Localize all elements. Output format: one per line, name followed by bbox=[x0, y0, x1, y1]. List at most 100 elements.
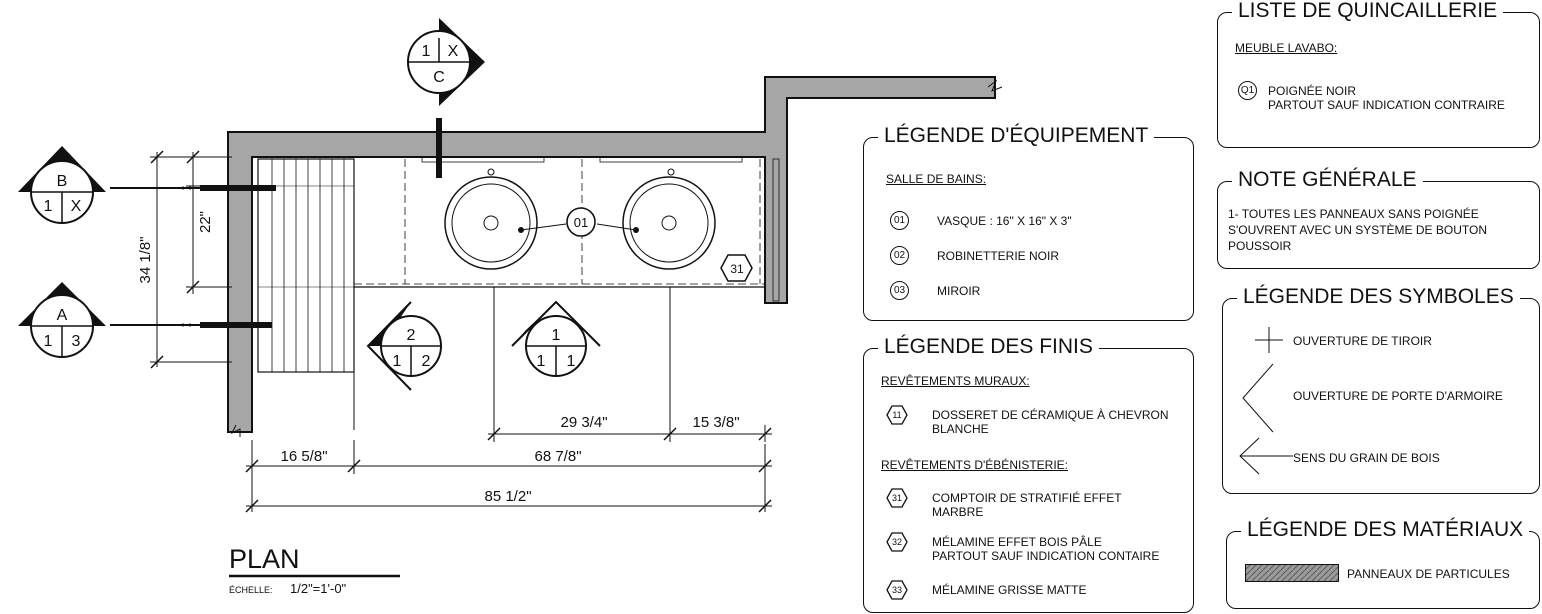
dimension-horizontal bbox=[245, 425, 772, 513]
section-marker-a: A 1 3 bbox=[18, 282, 106, 358]
legend-item-line2: MARBRE bbox=[932, 505, 984, 519]
sink-right bbox=[622, 168, 716, 270]
svg-text:2: 2 bbox=[422, 353, 431, 370]
svg-text:1: 1 bbox=[393, 353, 402, 370]
dimension-vertical bbox=[150, 150, 232, 369]
legend-item-line1: POIGNÉE NOIR bbox=[1268, 84, 1357, 98]
hexagon-icon: 32 bbox=[886, 532, 908, 552]
code-label: 32 bbox=[891, 537, 902, 547]
legend-item-line2: BLANCHE bbox=[932, 422, 989, 436]
legend-item: 01 VASQUE : 16" X 16" X 3" bbox=[890, 211, 1072, 230]
svg-text:2: 2 bbox=[407, 327, 416, 344]
code-label: 31 bbox=[891, 493, 902, 503]
section-marker-b: B 1 X bbox=[18, 146, 106, 224]
svg-text:X: X bbox=[71, 198, 82, 215]
general-note-title: NOTE GÉNÉRALE bbox=[1232, 168, 1423, 192]
legend-item-label: MIROIR bbox=[937, 284, 981, 298]
legend-item-line1: MÉLAMINE EFFET BOIS PÂLE bbox=[932, 535, 1102, 549]
svg-text:B: B bbox=[57, 173, 68, 190]
chevron-open-icon bbox=[1242, 363, 1274, 433]
legend-item-line2: PARTOUT SAUF INDICATION CONTAIRE bbox=[932, 549, 1160, 563]
hexagon-icon: 11 bbox=[886, 405, 908, 425]
dimension-85-1-2: 85 1/2" bbox=[484, 488, 531, 505]
legend-item-line1: DOSSERET DE CÉRAMIQUE À CHEVRON bbox=[932, 408, 1169, 422]
hardware-list-title: LISTE DE QUINCAILLERIE bbox=[1232, 0, 1504, 23]
finish-legend-title: LÉGENDE DES FINIS bbox=[878, 335, 1099, 359]
particle-board-swatch-icon bbox=[1245, 564, 1339, 582]
legend-item-label: ROBINETTERIE NOIR bbox=[937, 249, 1060, 263]
legend-item-line1: COMPTOIR DE STRATIFIÉ EFFET bbox=[932, 491, 1122, 505]
vanity-countertop bbox=[354, 156, 780, 430]
hexagon-icon: 33 bbox=[886, 580, 908, 600]
svg-text:1: 1 bbox=[422, 43, 431, 60]
finish-tag-31: 31 bbox=[720, 254, 753, 282]
plan-title: PLAN bbox=[229, 544, 300, 574]
code-circle: Q1 bbox=[1238, 81, 1257, 100]
svg-text:1: 1 bbox=[552, 327, 561, 344]
svg-text:1: 1 bbox=[44, 333, 53, 350]
cabinet-finish-section-label: REVÊTEMENTS D'ÉBÉNISTERIE: bbox=[881, 458, 1068, 472]
svg-text:C: C bbox=[433, 69, 445, 86]
elevation-marker-2: 2 1 2 bbox=[366, 301, 442, 391]
dimension-29-3-4: 29 3/4" bbox=[560, 414, 607, 431]
svg-text:1: 1 bbox=[537, 353, 546, 370]
symbol-label: OUVERTURE DE PORTE D'ARMOIRE bbox=[1293, 389, 1503, 403]
equipment-section-label: SALLE DE BAINS: bbox=[886, 172, 987, 186]
hardware-list-panel: LISTE DE QUINCAILLERIE MEUBLE LAVABO: Q1… bbox=[1217, 0, 1540, 148]
elevation-marker-1: 1 1 1 bbox=[511, 300, 601, 377]
equipment-legend-title: LÉGENDE D'ÉQUIPEMENT bbox=[878, 124, 1155, 148]
symbol-legend-panel: LÉGENDE DES SYMBOLES OUVERTURE DE TIROIR… bbox=[1222, 285, 1540, 494]
note-line: S'OUVRENT AVEC UN SYSTÈME DE BOUTON bbox=[1228, 223, 1488, 237]
svg-text:X: X bbox=[448, 43, 459, 60]
finish-legend-panel: LÉGENDE DES FINIS REVÊTEMENTS MURAUX: 11… bbox=[863, 335, 1194, 613]
legend-item-line1: MÉLAMINE GRISSE MATTE bbox=[932, 583, 1087, 597]
dimension-15-3-8: 15 3/8" bbox=[692, 414, 739, 431]
svg-text:1: 1 bbox=[44, 198, 53, 215]
wall-break-mark bbox=[987, 79, 1003, 92]
code-label: 11 bbox=[892, 410, 902, 420]
material-legend-panel: LÉGENDE DES MATÉRIAUX PANNEAUX DE PARTIC… bbox=[1226, 518, 1540, 609]
dimension-22: 22" bbox=[197, 211, 214, 233]
dimension-68-7-8: 68 7/8" bbox=[534, 448, 581, 465]
svg-text:01: 01 bbox=[574, 215, 588, 230]
scale-label: ÉCHELLE: bbox=[229, 585, 273, 595]
svg-text:A: A bbox=[57, 307, 68, 324]
svg-text:1: 1 bbox=[567, 353, 576, 370]
symbol-legend-title: LÉGENDE DES SYMBOLES bbox=[1237, 285, 1520, 309]
material-legend-title: LÉGENDE DES MATÉRIAUX bbox=[1241, 518, 1530, 542]
arrow-left-icon bbox=[1239, 437, 1293, 475]
legend-item: 33 MÉLAMINE GRISSE MATTE bbox=[886, 580, 1087, 600]
wall bbox=[227, 76, 996, 433]
wall-break-mark bbox=[230, 424, 241, 437]
sink-left bbox=[444, 168, 538, 270]
symbol-label: SENS DU GRAIN DE BOIS bbox=[1293, 451, 1440, 465]
note-line: 1- TOUTES LES PANNEAUX SANS POIGNÉE bbox=[1228, 207, 1479, 221]
symbol-label: OUVERTURE DE TIROIR bbox=[1293, 334, 1432, 348]
hexagon-icon: 31 bbox=[886, 488, 908, 508]
svg-text:3: 3 bbox=[72, 333, 81, 350]
legend-item-label: VASQUE : 16" X 16" X 3" bbox=[937, 214, 1072, 228]
equipment-tag-01: 01 bbox=[518, 207, 639, 237]
dimension-34-1-8: 34 1/8" bbox=[137, 236, 154, 283]
note-line: POUSSOIR bbox=[1228, 239, 1292, 253]
material-label: PANNEAUX DE PARTICULES bbox=[1347, 567, 1510, 581]
legend-item-line2: PARTOUT SAUF INDICATION CONTRAIRE bbox=[1268, 98, 1505, 112]
code-circle: 03 bbox=[890, 281, 909, 300]
code-label: 33 bbox=[891, 585, 902, 595]
hardware-section-label: MEUBLE LAVABO: bbox=[1235, 41, 1338, 55]
plus-icon bbox=[1255, 327, 1283, 353]
scale-value: 1/2"=1'-0" bbox=[290, 581, 347, 596]
section-marker-c: 1 X C bbox=[407, 18, 485, 106]
general-note-text: 1- TOUTES LES PANNEAUX SANS POIGNÉE S'OU… bbox=[1228, 206, 1487, 254]
svg-text:31: 31 bbox=[730, 262, 744, 276]
code-circle: 02 bbox=[890, 246, 909, 265]
general-note-panel: NOTE GÉNÉRALE 1- TOUTES LES PANNEAUX SAN… bbox=[1217, 168, 1540, 269]
equipment-legend-panel: LÉGENDE D'ÉQUIPEMENT SALLE DE BAINS: 01 … bbox=[863, 124, 1194, 321]
wall-finish-section-label: REVÊTEMENTS MURAUX: bbox=[881, 374, 1030, 388]
code-circle: 01 bbox=[890, 211, 909, 230]
